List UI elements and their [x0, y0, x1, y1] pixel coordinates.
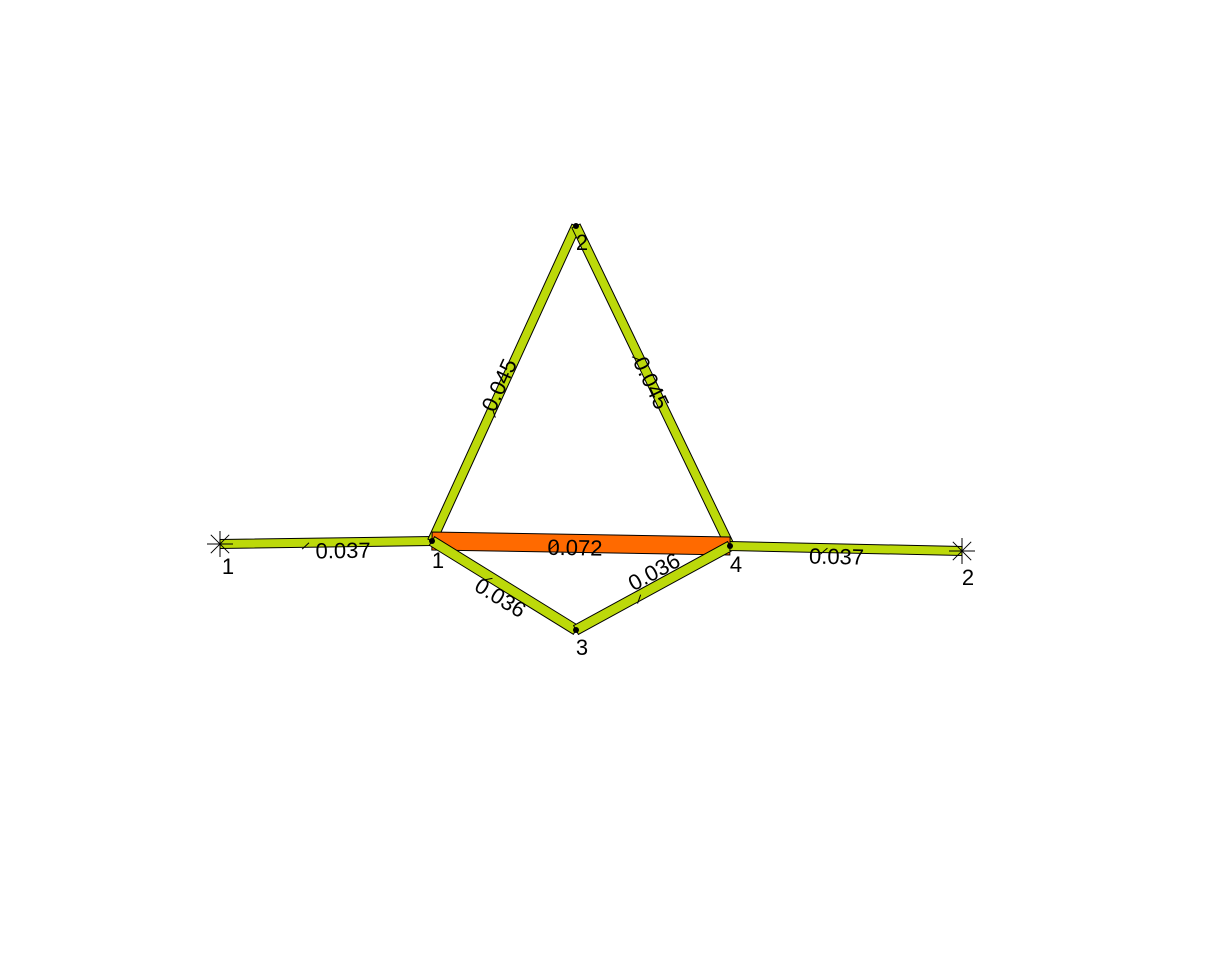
direction-arrow-icon — [492, 408, 496, 418]
node-label: 1 — [432, 548, 444, 573]
edge-value-label: 0.037 — [809, 544, 865, 570]
direction-arrow-icon — [819, 547, 828, 555]
edge-value-label: 0.037 — [315, 538, 370, 564]
terminal-label: 2 — [962, 565, 974, 590]
node-label: 4 — [730, 552, 742, 577]
edge-value-label: 0.045 — [628, 353, 674, 413]
edge-value-label: 0.072 — [547, 535, 602, 561]
edges-layer — [219, 223, 963, 636]
direction-arrow-icon — [301, 542, 310, 550]
direction-arrow-icon — [549, 542, 558, 550]
node-dot — [727, 543, 733, 549]
direction-arrow-icon — [637, 594, 642, 604]
node-dot — [573, 627, 579, 633]
direction-arrow-icon — [483, 577, 493, 581]
node-label: 3 — [576, 635, 588, 660]
terminal-label: 1 — [222, 554, 234, 579]
terminal-marker-icon — [207, 531, 233, 557]
nodes-layer — [207, 223, 975, 633]
node-label: 2 — [576, 230, 588, 255]
terminal-marker-icon — [949, 538, 975, 564]
node-dot — [573, 223, 579, 229]
edge-value-label: 0.045 — [476, 355, 522, 415]
arrows-layer — [301, 356, 828, 604]
direction-arrow-icon — [631, 356, 641, 361]
node-dot — [429, 538, 435, 544]
